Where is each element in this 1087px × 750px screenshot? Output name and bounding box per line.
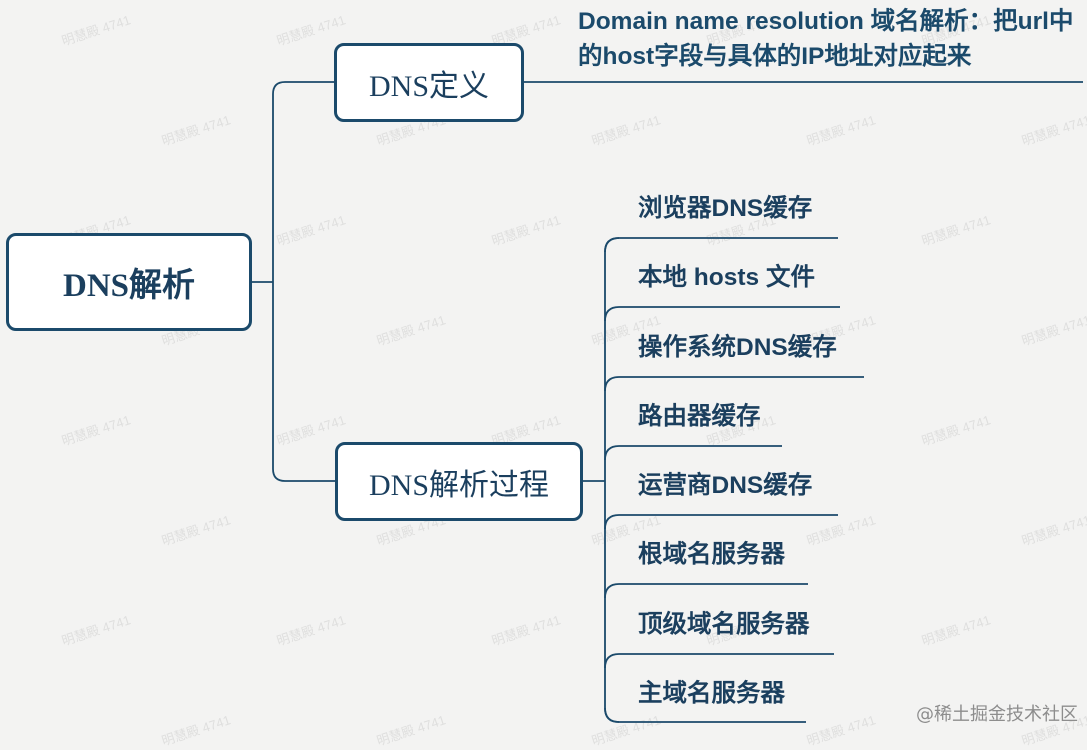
connector-steps-trunk [604,237,620,723]
step-authoritative-name-server: 主域名服务器 [638,680,785,707]
step-underline-6 [604,583,808,599]
step-isp-dns-cache: 运营商DNS缓存 [638,472,813,499]
step-router-cache: 路由器缓存 [638,403,761,430]
step-browser-dns-cache: 浏览器DNS缓存 [638,195,813,222]
step-root-name-server: 根域名服务器 [638,541,785,568]
step-underline-4 [604,445,782,461]
step-underline-8 [604,707,806,723]
connector-to-definition [272,81,335,482]
step-underline-2 [604,306,840,322]
step-local-hosts-file: 本地 hosts 文件 [638,264,815,291]
process-node: DNS解析过程 [335,442,583,521]
step-os-dns-cache: 操作系统DNS缓存 [638,334,837,361]
step-tld-name-server: 顶级域名服务器 [638,611,810,638]
step-underline-7 [604,653,834,669]
root-label: DNS解析 [62,268,196,304]
process-label: DNS解析过程 [368,468,549,502]
step-underline-3 [604,376,864,392]
root-node: DNS解析 [6,233,252,331]
definition-text: Domain name resolution 域名解析：把url中的host字段… [578,8,1074,70]
definition-label: DNS定义 [368,69,489,103]
step-underline-1 [604,237,838,253]
site-credit: @稀土掘金技术社区 [916,704,1078,725]
step-underline-5 [604,514,838,530]
definition-node: DNS定义 [334,43,524,122]
